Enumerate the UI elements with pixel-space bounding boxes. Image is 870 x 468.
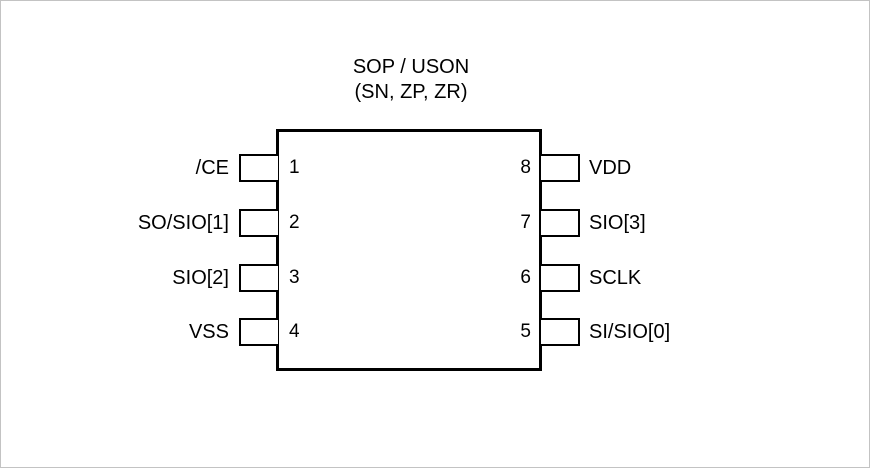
pin-label-right-8: VDD	[589, 157, 632, 179]
pin-number-right-5: 5	[520, 321, 531, 342]
pin-stub-right-5	[541, 318, 580, 346]
package-title: SOP / USON (SN, ZP, ZR)	[261, 55, 561, 105]
pin-label-left-4: VSS	[188, 321, 229, 343]
pin-stub-left-4	[239, 318, 278, 346]
pin-label-right-6: SCLK	[589, 267, 642, 289]
pin-stub-left-3	[239, 264, 278, 292]
pin-label-right-5: SI/SIO[0]	[589, 321, 671, 343]
package-body-outline	[276, 129, 542, 371]
pin-row: VSS 4 5 SI/SIO[0]	[1, 318, 869, 346]
pin-stub-right-6	[541, 264, 580, 292]
pin-number-right-7: 7	[520, 212, 531, 233]
package-title-line-2: (SN, ZP, ZR)	[354, 81, 468, 103]
pin-label-left-2: SO/SIO[1]	[137, 212, 229, 234]
pin-row: /CE 1 8 VDD	[1, 154, 869, 182]
pin-stub-right-8	[541, 154, 580, 182]
pin-stub-right-7	[541, 209, 580, 237]
pin-row: SIO[2] 3 6 SCLK	[1, 264, 869, 292]
pin-stub-left-1	[239, 154, 278, 182]
pin-label-left-1: /CE	[195, 157, 229, 179]
pin-label-right-7: SIO[3]	[589, 212, 646, 234]
pin-number-left-3: 3	[289, 267, 300, 288]
pin-number-left-2: 2	[289, 212, 300, 233]
package-title-line-1: SOP / USON	[352, 56, 470, 78]
pin-number-right-8: 8	[520, 157, 531, 178]
pin-number-left-4: 4	[289, 321, 300, 342]
pin-row: SO/SIO[1] 2 7 SIO[3]	[1, 209, 869, 237]
pin-number-right-6: 6	[520, 267, 531, 288]
pin-label-left-3: SIO[2]	[172, 267, 229, 289]
pin-stub-left-2	[239, 209, 278, 237]
pin-number-left-1: 1	[289, 157, 300, 178]
